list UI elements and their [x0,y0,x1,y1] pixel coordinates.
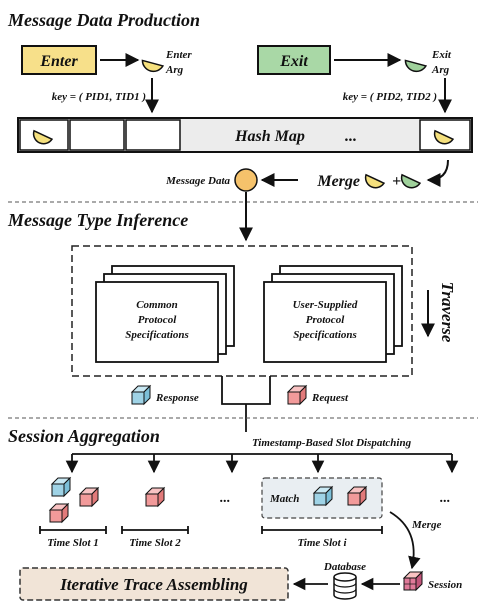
database-icon [333,572,357,600]
request-cube-icon [286,384,308,406]
slot1-blue-cube [50,476,72,498]
common-spec-line1: Common [136,299,178,311]
enter-arg-label-2: Arg [165,64,184,76]
slot2-red-cube [144,486,166,508]
merge-green-icon [400,173,422,189]
response-cube-icon [130,384,152,406]
iterative-box [19,567,289,601]
exit-box [257,45,331,75]
iterative-label: Iterative Trace Assembling [59,575,248,594]
exit-arg-label-2: Arg [431,64,450,76]
enter-box [21,45,97,75]
slot1-red-cube-b [48,502,70,524]
ellipsis-right: ... [440,491,451,506]
exit-label: Exit [279,53,308,70]
slot2-label: Time Slot 2 [129,537,181,549]
common-spec-line2: Protocol [138,314,177,326]
exit-arg-label-1: Exit [431,49,452,61]
hashmap-ellipsis: ... [345,128,357,145]
match-label: Match [269,493,299,505]
user-spec-line1: User-Supplied [293,299,358,311]
enter-label: Enter [39,53,78,70]
user-spec-line3: Specifications [293,329,357,341]
user-spec-line2: Protocol [306,314,345,326]
response-label: Response [155,392,199,404]
hashmap-label: Hash Map [234,128,305,145]
section-title-inference: Message Type Inference [7,210,188,230]
slot-i-blue-cube [312,485,334,507]
user-spec-stack [263,265,403,363]
section-title-production: Message Data Production [7,10,200,30]
dispatch-label: Timestamp-Based Slot Dispatching [252,437,412,449]
slot1-label: Time Slot 1 [47,537,99,549]
message-data-circle [234,168,258,192]
ellipsis-mid: ... [220,491,231,506]
spec-container [71,245,413,377]
sloti-label: Time Slot i [297,537,347,549]
common-spec-stack [95,265,235,363]
merge-yellow-icon [364,173,386,189]
exit-arg-icon [404,59,428,73]
session-cube-icon [402,570,424,592]
merge-to-session-arrow [389,511,421,570]
enter-arg-label-1: Enter [165,49,192,61]
hashmap-slot-exit-icon [433,129,455,145]
hash-map [17,117,473,153]
hashmap-slot-enter-icon [32,129,54,145]
section-title-aggregation: Session Aggregation [8,426,160,446]
key-left: key = ( PID1, TID1 ) [52,91,146,103]
slot-i-red-cube [346,485,368,507]
session-label: Session [428,579,462,591]
database-label: Database [323,561,366,573]
request-label: Request [311,392,349,404]
inference-output-lines [221,376,271,405]
slot1-red-cube-a [78,486,100,508]
merge-plus: + [392,173,401,190]
merge-label: Merge [316,173,360,190]
common-spec-line3: Specifications [125,329,189,341]
enter-arg-icon [141,59,165,73]
merge-return-arrow [426,159,449,187]
message-data-label: Message Data [165,175,230,187]
key-right: key = ( PID2, TID2 ) [343,91,437,103]
merge-label-agg: Merge [411,519,441,531]
traverse-label: Traverse [438,282,457,343]
